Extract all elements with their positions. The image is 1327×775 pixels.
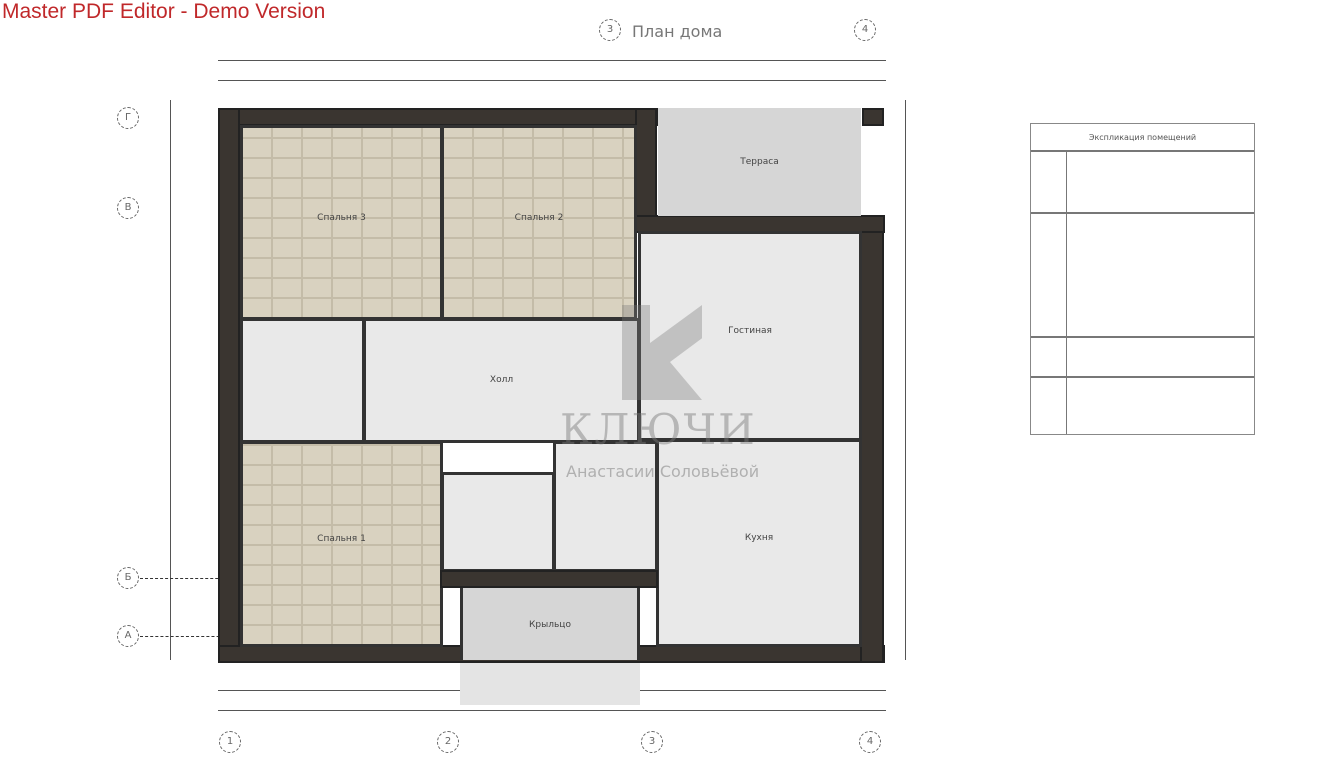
axis-marker: 1 xyxy=(219,731,241,753)
axis-marker: 4 xyxy=(859,731,881,753)
wall xyxy=(440,570,658,588)
room-kitchen: Кухня xyxy=(656,439,862,647)
table-divider xyxy=(1031,212,1254,214)
wall xyxy=(862,108,884,126)
room-bedroom2: Спальня 2 xyxy=(441,125,637,320)
dimension-line xyxy=(218,80,886,81)
room-label: Кухня xyxy=(744,532,774,543)
wall xyxy=(218,108,240,663)
room-label: Терраса xyxy=(740,156,779,167)
room-schedule-table: Экспликация помещений xyxy=(1030,123,1255,435)
dimension-line xyxy=(170,100,171,660)
room-label: Крыльцо xyxy=(529,620,571,631)
axis-marker: А xyxy=(117,625,139,647)
room-storage xyxy=(240,318,365,443)
room-bathroom xyxy=(441,472,555,572)
watermark-brand: КЛЮЧИ xyxy=(560,405,757,454)
dimension-line xyxy=(218,60,886,61)
app-title: Master PDF Editor - Demo Version xyxy=(2,0,326,23)
axis-marker: 2 xyxy=(437,731,459,753)
axis-marker: 3 xyxy=(599,19,621,41)
room-bedroom3: Спальня 3 xyxy=(240,125,443,320)
room-wardrobe xyxy=(553,441,658,572)
room-label: Спальня 3 xyxy=(317,213,366,224)
wall xyxy=(218,108,658,126)
table-title: Экспликация помещений xyxy=(1031,124,1254,152)
table-divider xyxy=(1031,336,1254,338)
room-bedroom1: Спальня 1 xyxy=(240,441,443,647)
table-column-divider xyxy=(1066,152,1067,434)
axis-marker: Г xyxy=(117,107,139,129)
watermark-subtitle: Анастасии Соловьёвой xyxy=(566,462,760,481)
axis-marker: 4 xyxy=(854,19,876,41)
dimension-line xyxy=(905,100,906,660)
plan-title: План дома xyxy=(632,22,723,41)
room-label: Спальня 2 xyxy=(514,213,564,224)
room-label: Спальня 1 xyxy=(317,534,366,544)
wall xyxy=(860,220,884,663)
axis-line xyxy=(140,636,240,637)
room-terrace: Терраса xyxy=(658,108,861,216)
porch-steps xyxy=(460,663,640,705)
axis-marker: В xyxy=(117,197,139,219)
room-living: Гостиная xyxy=(638,231,862,441)
table-divider xyxy=(1031,376,1254,378)
room-label: Гостиная xyxy=(728,325,772,336)
axis-marker: Б xyxy=(117,567,139,589)
axis-marker: 3 xyxy=(641,731,663,753)
dimension-line xyxy=(218,710,886,711)
room-porch: Крыльцо xyxy=(460,588,640,660)
room-label: Холл xyxy=(489,374,514,385)
